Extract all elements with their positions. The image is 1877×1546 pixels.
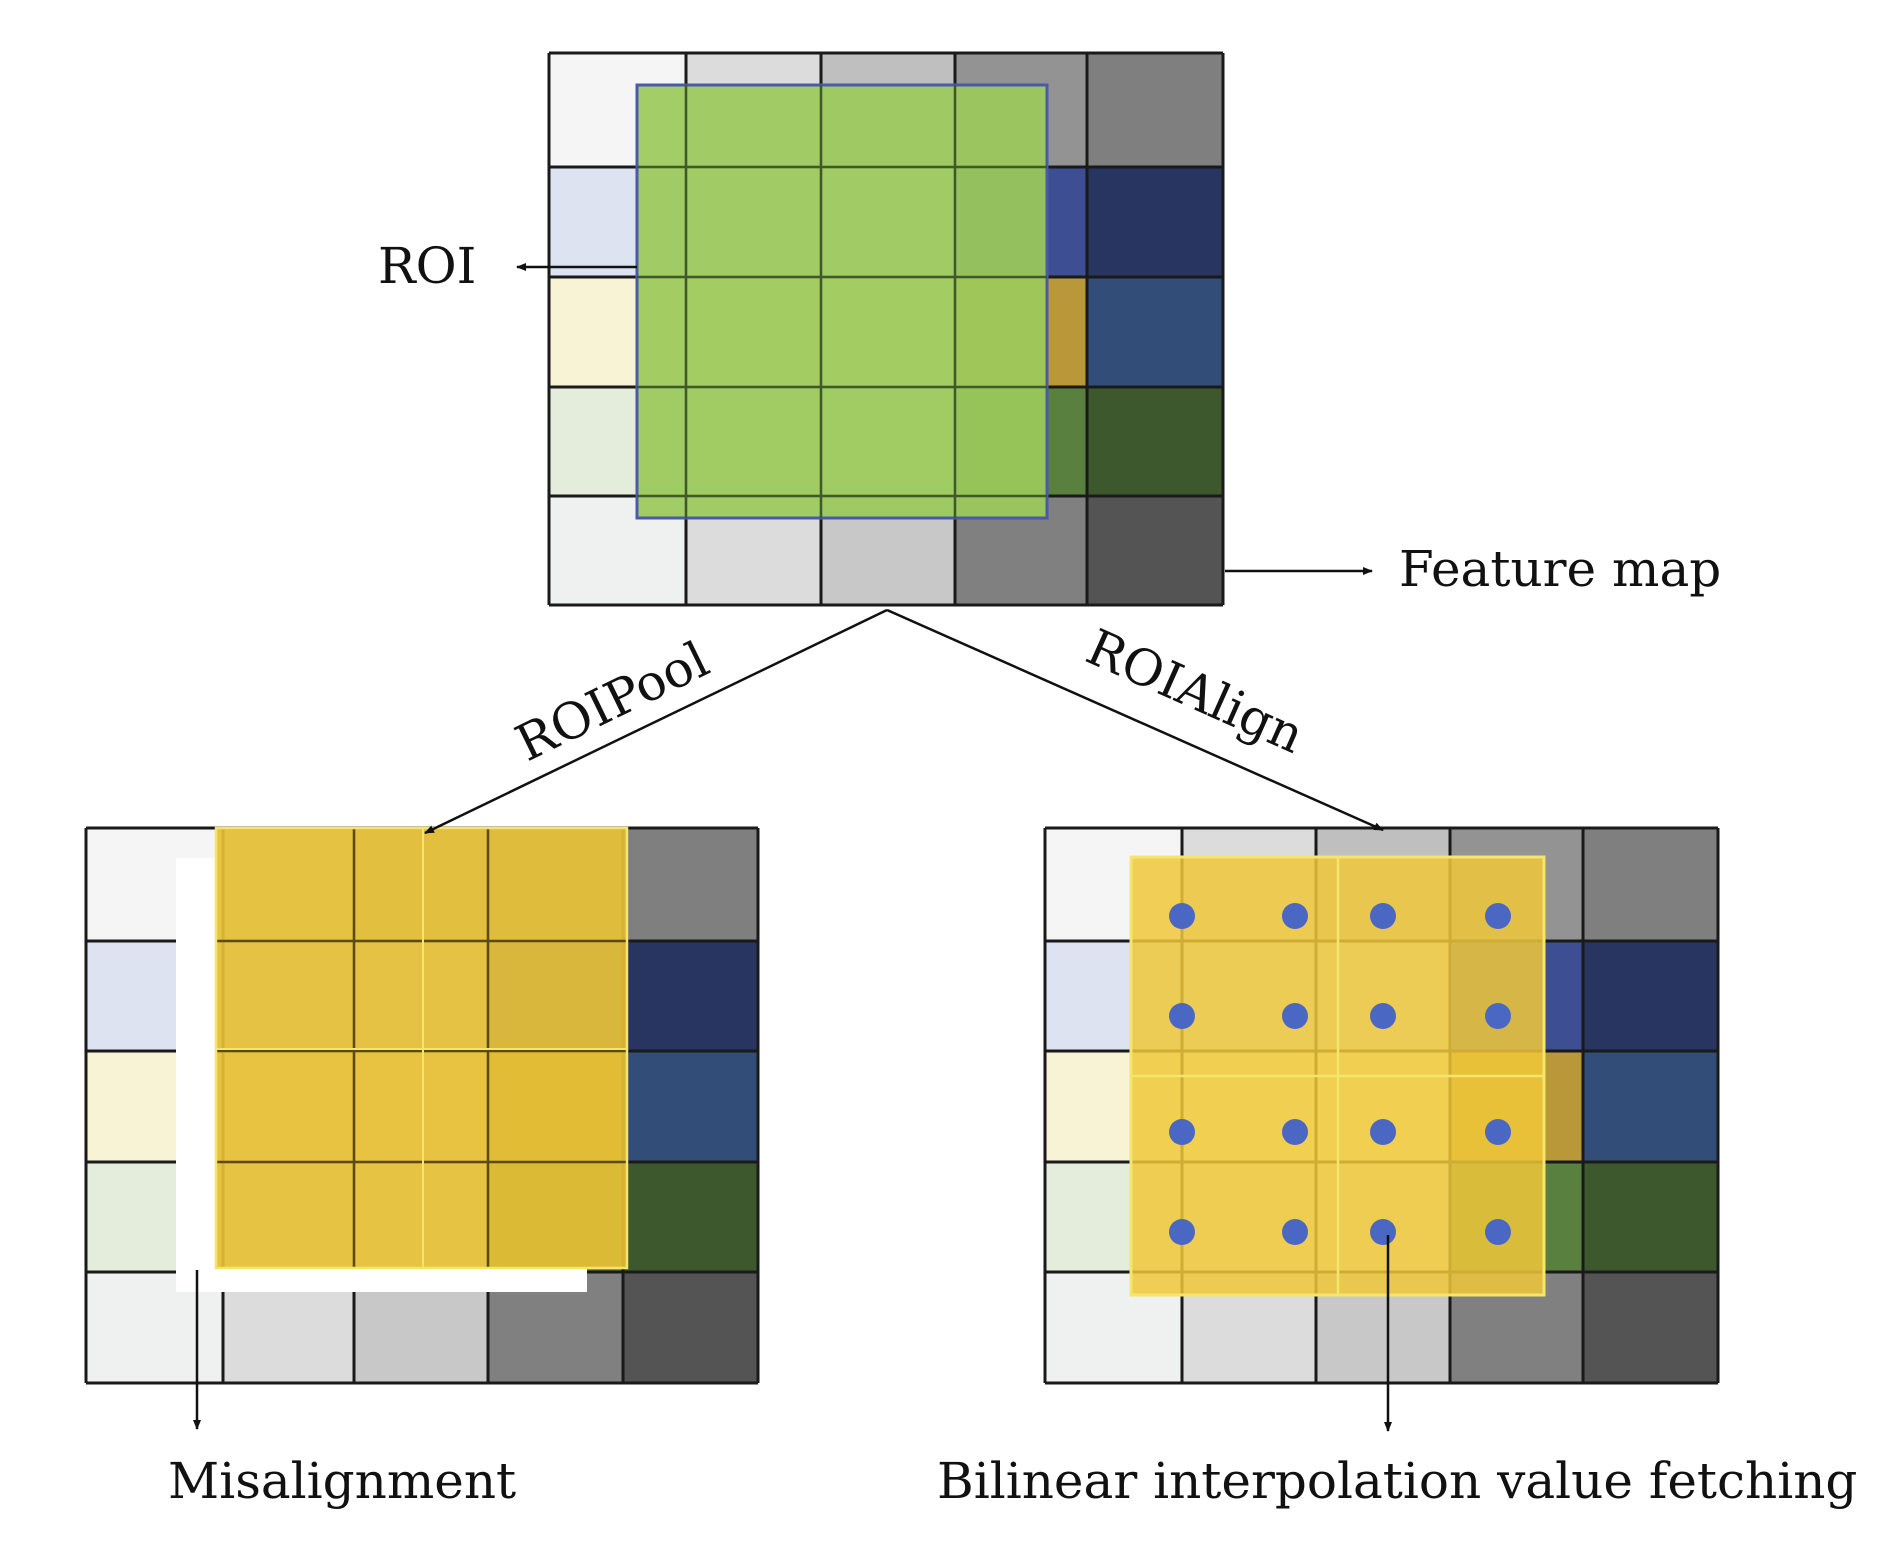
misalignment-vertical-band	[176, 858, 216, 1292]
feature-cell	[1087, 387, 1223, 496]
feature-cell	[1087, 496, 1223, 605]
roipool-grid-lines	[214, 826, 629, 1270]
feature-cell	[1583, 828, 1718, 941]
sample-point	[1282, 1003, 1308, 1029]
misalignment-region	[176, 858, 587, 1292]
sample-point	[1485, 1003, 1511, 1029]
roialign-grid-lines	[1131, 857, 1544, 1295]
sample-point	[1169, 903, 1195, 929]
roipool-outline	[214, 826, 629, 1270]
sample-point	[1370, 1119, 1396, 1145]
feature-cell	[623, 1162, 758, 1272]
sample-point	[1370, 903, 1396, 929]
roipool-arrow	[424, 608, 888, 835]
feature-cell	[623, 1272, 758, 1383]
feature-map-roialign	[1043, 826, 1720, 1385]
sample-point	[1282, 903, 1308, 929]
feature-cell	[1087, 277, 1223, 387]
feature-map-top	[547, 51, 1225, 607]
sample-point	[1169, 1219, 1195, 1245]
roialign-region	[1129, 855, 1546, 1297]
bilinear-sample-points	[1169, 903, 1511, 1245]
sample-point	[1485, 1219, 1511, 1245]
feature-cell	[1583, 1272, 1718, 1383]
sample-point	[1485, 1119, 1511, 1145]
feature-map-label: Feature map	[1399, 540, 1721, 598]
sample-point	[1485, 903, 1511, 929]
sample-point	[1169, 1119, 1195, 1145]
feature-cell	[1583, 1051, 1718, 1162]
roi-region	[635, 83, 1049, 520]
feature-map-roipool	[84, 826, 760, 1385]
feature-cell	[1583, 941, 1718, 1051]
sample-point	[1370, 1003, 1396, 1029]
misalignment-label: Misalignment	[168, 1452, 516, 1510]
roipool-label: ROIPool	[507, 630, 718, 773]
roipool-region	[214, 826, 629, 1270]
feature-cell	[1087, 53, 1223, 167]
misalignment-horizontal-band	[176, 1267, 587, 1292]
feature-cell	[1583, 1162, 1718, 1272]
sample-point	[1169, 1003, 1195, 1029]
feature-cell	[623, 828, 758, 941]
sample-point	[1282, 1119, 1308, 1145]
bilinear-label: Bilinear interpolation value fetching	[937, 1452, 1857, 1510]
feature-cell	[623, 1051, 758, 1162]
roialign-arrow	[886, 608, 1384, 832]
roi-grid-lines	[637, 85, 1047, 518]
roialign-label: ROIAlign	[1078, 618, 1312, 765]
feature-cell	[623, 941, 758, 1051]
sample-point	[1370, 1219, 1396, 1245]
feature-cell	[1087, 167, 1223, 277]
arrows	[193, 263, 1392, 1432]
roi-label: ROI	[378, 237, 476, 295]
sample-point	[1282, 1219, 1308, 1245]
roi-overlay	[635, 83, 1049, 520]
